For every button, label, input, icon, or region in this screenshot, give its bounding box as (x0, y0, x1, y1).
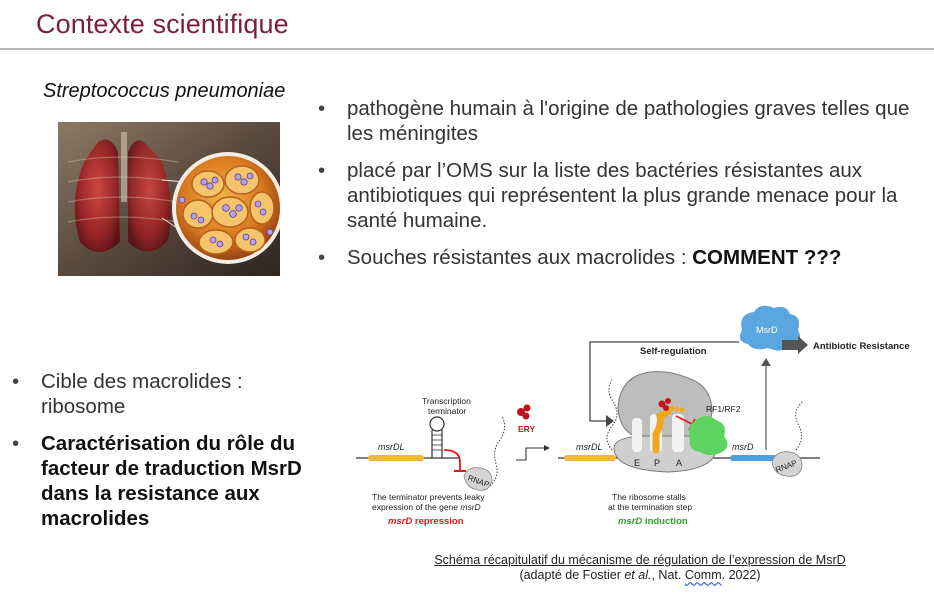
self-regulation-loop (589, 341, 739, 422)
repression-gene: msrD (388, 516, 412, 527)
context-bullet-list: pathogène humain à l'origine de patholog… (318, 96, 918, 282)
msrdl-gene-left (368, 455, 424, 461)
induction-word: induction (642, 516, 688, 527)
mrna-right-a (606, 379, 618, 451)
msrd-gene-label: msrD (732, 442, 754, 452)
bullet-msrd-role-text: Caractérisation du rôle du facteur de tr… (41, 432, 302, 530)
induction-desc-line1: The ribosome stalls (612, 492, 686, 502)
expression-arrowhead (761, 358, 771, 366)
ery-arrow (516, 447, 546, 461)
induction-desc-line2: at the termination step (608, 502, 692, 512)
induction-label: msrD induction (618, 516, 688, 527)
repression-word: repression (412, 516, 463, 527)
lungs-bacteria-illustration (58, 122, 280, 276)
bullet-who-list: placé par l’OMS sur la liste des bactéri… (318, 158, 918, 233)
self-regulation-arrowhead (606, 415, 614, 427)
repression-desc-line1: The terminator prevents leaky (372, 492, 485, 502)
caption-line2: (adapté de Fostier et al., Nat. Comm. 20… (350, 568, 930, 583)
repression-desc-gene: msrD (460, 502, 480, 512)
msrd-gene (730, 455, 778, 461)
repression-desc-prefix: expression of the gene (372, 502, 460, 512)
slide-title: Contexte scientifique (36, 9, 289, 39)
figure-caption: Schéma récapitulatif du mécanisme de rég… (350, 553, 930, 583)
rf1-rf2-label: RF1/RF2 (706, 404, 741, 414)
ery-arrowhead (544, 445, 550, 451)
caption-prefix: (adapté de Fostier (519, 568, 625, 582)
rf-block-arrow (675, 415, 693, 425)
objective-bullet-list: Cible des macrolides : ribosome Caractér… (12, 369, 322, 543)
msrd-protein-label: MsrD (756, 325, 778, 335)
peptide-chain-top (669, 405, 685, 413)
ery-bound (658, 398, 671, 411)
msrd-protein-shape (740, 305, 800, 351)
terminator-loop (429, 416, 445, 432)
induction-gene: msrD (618, 516, 642, 527)
rnap-left-shape (463, 467, 493, 491)
title-divider (0, 48, 934, 50)
site-a-label: A (676, 458, 682, 468)
ery-molecule (517, 404, 531, 420)
caption-mid: , Nat. (651, 568, 685, 582)
rf1-rf2-shape (688, 416, 728, 455)
bullet-msrd-role: Caractérisation du rôle du facteur de tr… (12, 431, 322, 531)
antibiotic-resistance-label: Antibiotic Resistance (813, 341, 910, 352)
msrdl-label-left: msrDL (378, 442, 405, 452)
site-e-label: E (634, 458, 640, 468)
caption-etal: et al. (624, 568, 652, 582)
nascent-peptide (652, 408, 672, 454)
caption-line1: Schéma récapitulatif du mécanisme de rég… (434, 553, 846, 567)
terminator-stem (431, 430, 443, 458)
ery-label: ERY (518, 424, 535, 434)
bullet-macrolide-resistance: Souches résistantes aux macrolides : COM… (318, 245, 918, 270)
self-regulation-label: Self-regulation (640, 346, 707, 357)
repression-desc-line2: expression of the gene msrD (372, 502, 481, 512)
site-p-label: P (654, 458, 660, 468)
resistance-arrow (782, 336, 808, 354)
msrd-regulation-diagram: Self-regulation MsrD Antibiotic Resistan… (356, 305, 910, 527)
caption-suffix: . 2022) (721, 568, 761, 582)
bullet-macrolide-target: Cible des macrolides : ribosome (12, 369, 322, 419)
terminator-label-line1: Transcription (422, 396, 471, 406)
msrdl-gene-right (564, 455, 616, 461)
repression-arrow (443, 449, 461, 470)
msrdl-label-right: msrDL (576, 442, 603, 452)
rnap-right-shape (771, 451, 803, 477)
mrna-left (489, 415, 506, 487)
caption-journal: Comm (684, 568, 722, 582)
bullet-macrolide-text: Souches résistantes aux macrolides : (347, 246, 693, 269)
mrna-right-b (795, 401, 803, 451)
bullet-pathogen: pathogène humain à l'origine de patholog… (318, 96, 918, 146)
terminator-label-line2: terminator (428, 406, 466, 416)
bullet-macrolide-question: COMMENT ??? (692, 246, 842, 269)
species-name: Streptococcus pneumoniae (43, 80, 286, 102)
repression-label: msrD repression (388, 516, 464, 527)
